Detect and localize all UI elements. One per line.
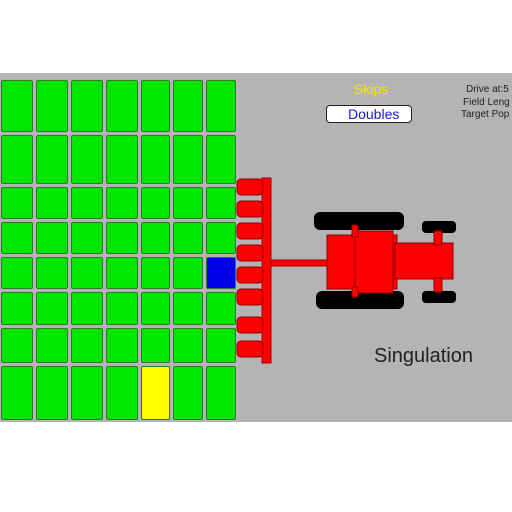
field-cell xyxy=(141,222,170,254)
field-cell xyxy=(36,366,68,420)
field-length-label: Field Leng xyxy=(463,97,510,108)
field-cell xyxy=(1,222,33,254)
field-cell xyxy=(141,187,170,219)
field-cell xyxy=(71,328,103,363)
field-cell xyxy=(1,292,33,325)
field-cell xyxy=(71,366,103,420)
planter-row-unit xyxy=(236,244,264,262)
field-cell xyxy=(173,366,203,420)
field-cell-double xyxy=(141,366,170,420)
planter-row-unit xyxy=(236,178,264,196)
planter-row-unit xyxy=(236,266,264,284)
field-cell xyxy=(36,135,68,184)
front-tire-top xyxy=(422,221,456,233)
rear-axle-connector-bottom xyxy=(351,286,359,298)
field-cell xyxy=(206,80,236,132)
hitch-bar xyxy=(270,259,332,267)
tractor-planter-graphic xyxy=(236,177,456,364)
field-cell xyxy=(71,257,103,289)
rear-tire-bottom xyxy=(316,291,404,309)
field-cell xyxy=(106,135,138,184)
rear-axle-connector-top xyxy=(351,224,359,238)
field-cell xyxy=(206,328,236,363)
field-cell xyxy=(1,328,33,363)
field-cell xyxy=(106,222,138,254)
field-cell xyxy=(173,292,203,325)
field-cell xyxy=(206,222,236,254)
field-cell xyxy=(106,328,138,363)
field-cell xyxy=(141,257,170,289)
front-axle-connector-top xyxy=(433,230,443,246)
field-cell xyxy=(71,135,103,184)
field-cell xyxy=(1,80,33,132)
field-cell xyxy=(36,187,68,219)
target-population-label: Target Pop xyxy=(461,109,510,120)
front-axle-connector-bottom xyxy=(433,277,443,293)
planter-row-unit xyxy=(236,316,264,334)
field-cell xyxy=(71,222,103,254)
field-cell xyxy=(106,80,138,132)
front-tire-bottom xyxy=(422,291,456,303)
doubles-button[interactable]: Doubles xyxy=(326,105,412,123)
field-cell xyxy=(1,366,33,420)
field-cell xyxy=(36,257,68,289)
field-cell xyxy=(173,80,203,132)
field-cell xyxy=(106,292,138,325)
tractor-cab xyxy=(354,230,394,294)
field-cell xyxy=(1,187,33,219)
skips-button[interactable]: Skips xyxy=(353,81,389,97)
drive-speed-label: Drive at:5 xyxy=(466,84,509,95)
planter-row-units xyxy=(236,178,264,358)
field-cell-skip xyxy=(206,257,236,289)
field-cell xyxy=(206,366,236,420)
field-cell xyxy=(36,328,68,363)
field-cell xyxy=(173,328,203,363)
field-cell xyxy=(106,366,138,420)
field-cell xyxy=(1,257,33,289)
singulation-label: Singulation xyxy=(374,345,473,367)
planter-row-unit xyxy=(236,340,264,358)
field-cell xyxy=(106,187,138,219)
field-cell xyxy=(206,187,236,219)
field-cell xyxy=(106,257,138,289)
rear-tire-top xyxy=(314,212,404,230)
field-cell xyxy=(206,292,236,325)
planter-row-unit xyxy=(236,222,264,240)
game-area: Skips Doubles Drive at:5 Field Leng Targ… xyxy=(0,73,512,422)
field-cell xyxy=(36,222,68,254)
planter-row-unit xyxy=(236,200,264,218)
field-cell xyxy=(141,292,170,325)
planting-field-grid xyxy=(0,73,240,422)
planter-row-unit xyxy=(236,288,264,306)
field-cell xyxy=(141,135,170,184)
field-cell xyxy=(71,187,103,219)
field-cell xyxy=(173,135,203,184)
field-cell xyxy=(173,222,203,254)
field-cell xyxy=(71,80,103,132)
field-cell xyxy=(206,135,236,184)
tractor-hood xyxy=(394,242,454,280)
field-cell xyxy=(1,135,33,184)
field-cell xyxy=(141,328,170,363)
field-cell xyxy=(71,292,103,325)
field-cell xyxy=(173,187,203,219)
field-cell xyxy=(141,80,170,132)
field-cell xyxy=(36,292,68,325)
field-cell xyxy=(173,257,203,289)
field-cell xyxy=(36,80,68,132)
